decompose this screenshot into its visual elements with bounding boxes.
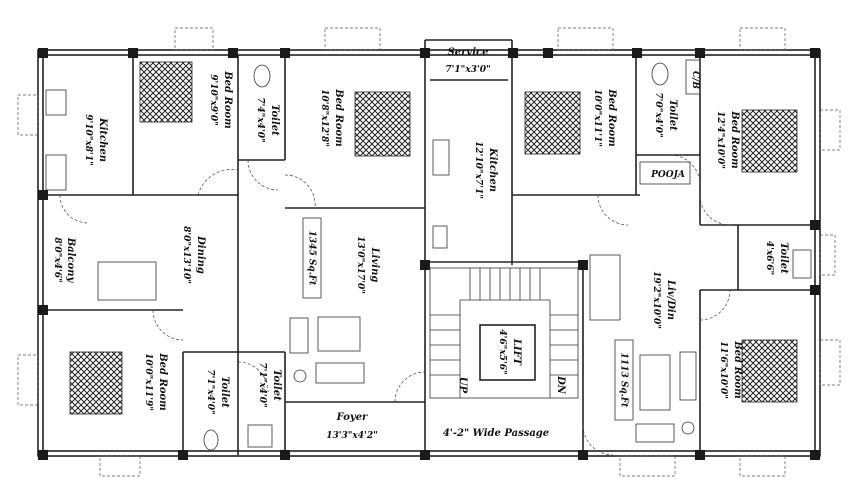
service-size: 7'1"x3'0" <box>445 65 490 75</box>
area-right-box <box>614 339 634 421</box>
bedroom-top-center-label: Bed Room <box>333 88 344 147</box>
lift-size: 4'6"x5'6" <box>497 329 507 374</box>
balcony-size: 8'0"x4'6" <box>52 237 62 282</box>
foyer-size: 13'3"x4'2" <box>326 431 378 441</box>
service-label: Service <box>448 47 489 58</box>
passage-label: 4'-2" Wide Passage <box>443 428 549 439</box>
living-label: Living <box>369 247 380 283</box>
beds <box>69 61 798 415</box>
toilet-bottom-a-label: Toilet <box>219 376 230 408</box>
toilet-bottom-a-size: 7'1"x4'0" <box>205 369 215 414</box>
livdin-size: 19'2"x10'0" <box>651 271 661 329</box>
bedroom-top-left-size: 9'10"x9'0" <box>208 74 218 126</box>
bedroom-bottom-left-size: 10'0"x11'9" <box>143 353 153 411</box>
bedroom-top-center-size: 10'8"x12'8" <box>319 89 329 147</box>
toilet-right-mid-size: 4'x6'6" <box>764 241 774 275</box>
cb-label: C/B <box>690 71 700 89</box>
toilet-bottom-b-size: 7'1"x4'0" <box>257 362 267 407</box>
stair-up-label: UP <box>457 377 468 394</box>
kitchen-center-label: Kitchen <box>487 147 498 192</box>
bedroom-bottom-left-label: Bed Room <box>157 352 168 411</box>
bedroom-top-right-a-size: 10'0"x11'1" <box>592 89 602 147</box>
bedroom-bottom-right-label: Bed Room <box>732 340 743 399</box>
bedroom-bottom-right-size: 11'6"x10'0" <box>718 341 728 399</box>
kitchen-center-size: 12'10"x7'1" <box>473 141 483 199</box>
area-left-label: 1345 Sq.Ft <box>307 231 317 286</box>
stair-dn-label: DN <box>555 375 566 395</box>
lift-shaft <box>479 324 536 381</box>
toilet-top-left-size: 7'4"x4'0" <box>255 97 265 142</box>
bedroom-top-left-label: Bed Room <box>222 70 233 129</box>
dining-size: 8'0"x13'10" <box>181 226 191 284</box>
lift-label: LIFT <box>511 338 522 367</box>
furniture <box>45 59 812 451</box>
staircase <box>429 267 579 399</box>
toilet-bottom-b-label: Toilet <box>271 369 282 401</box>
kitchen-left-size: 9'10"x8'1" <box>83 114 93 166</box>
toilet-top-left-label: Toilet <box>269 104 280 136</box>
toilet-top-right-size: 7'0"x4'0" <box>653 92 663 137</box>
foyer-label: Foyer <box>336 412 368 423</box>
door-swings <box>59 154 731 456</box>
toilet-right-mid-label: Toilet <box>778 242 789 274</box>
toilet-top-right-label: Toilet <box>667 99 678 131</box>
area-right-label: 1113 Sq.Ft <box>619 353 629 408</box>
bedroom-top-right-a-label: Bed Room <box>606 88 617 147</box>
windows <box>17 27 841 477</box>
livdin-label: Liv/Din <box>665 279 676 320</box>
balcony-label: Balcony <box>65 237 76 284</box>
kitchen-left-label: Kitchen <box>97 117 108 162</box>
bedroom-top-right-b-label: Bed Room <box>729 110 740 169</box>
bedroom-top-right-b-size: 12'4"x10'0" <box>715 111 725 169</box>
columns <box>38 48 820 460</box>
area-left-box <box>302 217 322 299</box>
pooja-label: POOJA <box>650 170 685 180</box>
living-size: 13'0"x17'0" <box>355 236 365 294</box>
dining-label: Dining <box>195 235 206 274</box>
